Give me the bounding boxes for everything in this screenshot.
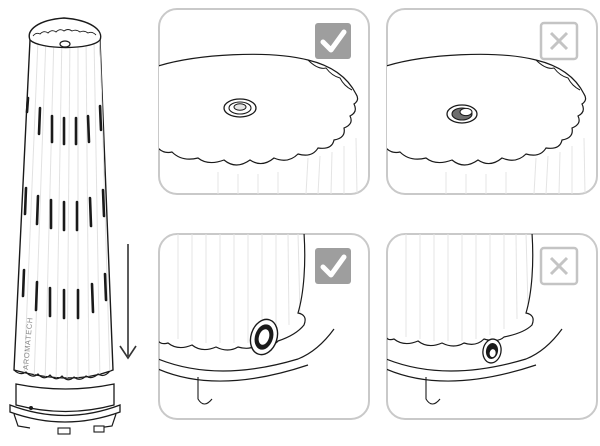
panel-bottom-incorrect — [386, 233, 598, 420]
panel-top-correct — [158, 8, 370, 195]
panel-bottom-correct — [158, 233, 370, 420]
mist-hole-incorrect — [447, 105, 477, 123]
check-icon — [315, 248, 351, 284]
diffuser-device: AROMATECH — [0, 0, 145, 446]
down-arrow-icon — [120, 244, 136, 358]
cross-icon — [541, 248, 577, 284]
cross-icon — [541, 23, 577, 59]
check-icon — [315, 23, 351, 59]
mist-hole — [60, 41, 70, 47]
power-led — [29, 406, 33, 410]
panel-top-incorrect — [386, 8, 598, 195]
mist-hole-correct — [224, 99, 256, 117]
